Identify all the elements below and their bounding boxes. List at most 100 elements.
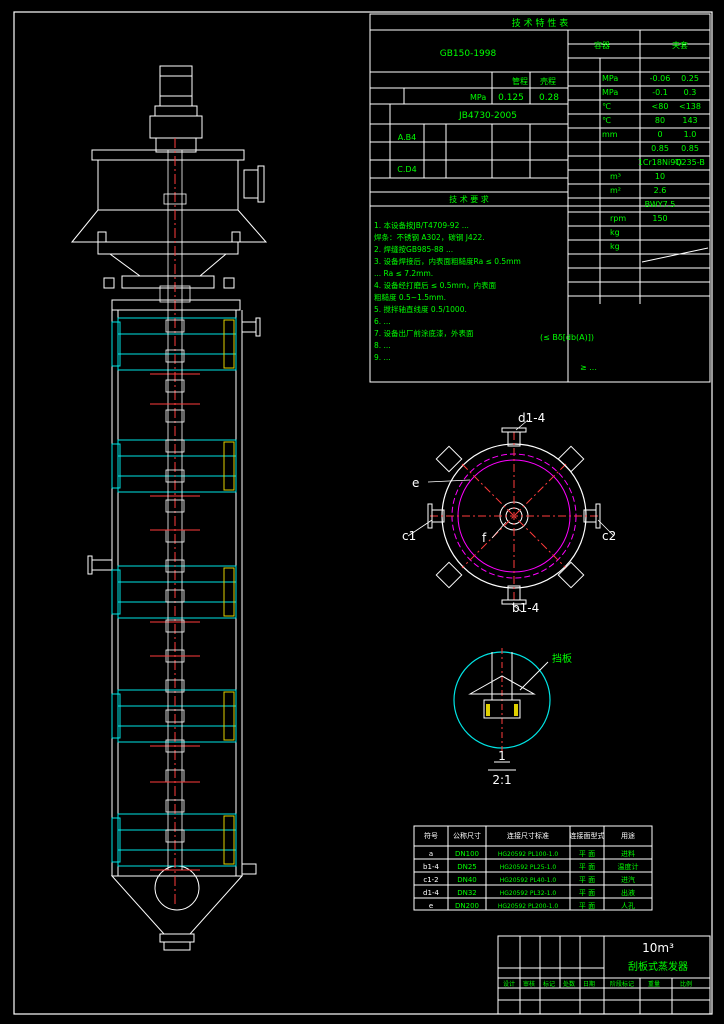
- scraper-block: [165, 409, 185, 423]
- left-col-header-1: 管程: [512, 76, 528, 86]
- extra-row-value: 10: [655, 172, 665, 181]
- technical-notes: 1. 本设备按JB/T4709-92 ... 焊条：不锈钢 A302，碳钢 J4…: [374, 220, 521, 362]
- nozzle-cell: DN200: [455, 902, 479, 910]
- tech-row-jacket: 0.3: [684, 88, 697, 97]
- drawing-frame: [13, 11, 713, 1015]
- scraper-block: [165, 589, 185, 603]
- sign-label: 日期: [583, 980, 595, 988]
- jacket-section-4: [117, 689, 237, 743]
- extra-row-value: BWY7.5: [645, 200, 676, 209]
- nozzle-header: 符号: [424, 831, 438, 840]
- extra-row-unit: kg: [610, 228, 620, 237]
- detail-label: 挡板: [552, 652, 572, 665]
- scraper-block: [165, 319, 185, 333]
- extra-row-value: 2.6: [654, 186, 667, 195]
- note-line: 4. 设备经打磨后 ≤ 0.5mm，内表面: [374, 280, 497, 290]
- scraper-block: [165, 799, 185, 813]
- tech-row-unit: ℃: [602, 116, 611, 125]
- coil-right: [223, 815, 235, 865]
- sign-label: 设计: [503, 980, 515, 988]
- note-line: 8. ...: [374, 341, 391, 350]
- motor: [159, 65, 193, 107]
- nozzle-cell: 进料: [621, 849, 635, 858]
- nozzle-cell: 进汽: [621, 875, 635, 884]
- extra-row-unit: kg: [610, 242, 620, 251]
- jacket-flange-left: [111, 569, 121, 615]
- nozzle-cell: HG20592 PL32-1.0: [500, 890, 557, 897]
- scraper-block: [165, 559, 185, 573]
- jb-standard: JB4730-2005: [458, 111, 517, 121]
- nozzle-cell: DN100: [455, 850, 479, 858]
- center-marks: [150, 403, 200, 783]
- nozzle-header: 连接面型式: [570, 831, 605, 840]
- label-f: f: [482, 531, 487, 545]
- tech-row-vessel: 0: [657, 130, 662, 139]
- note-line: 6. ...: [374, 317, 391, 326]
- scraper-block: [165, 379, 185, 393]
- tech-table-right-grid: [568, 30, 710, 304]
- title-volume: 10m³: [642, 941, 674, 955]
- nozzle-cell: d1-4: [423, 889, 439, 897]
- plan-view: [407, 419, 615, 613]
- nozzle-cell: DN25: [457, 863, 477, 871]
- nozzle-cell: e: [429, 902, 433, 910]
- jacket-sections: [111, 317, 237, 871]
- nozzle-cell: HG20592 PL40-1.0: [500, 877, 557, 884]
- vapor-outlet-nozzle: [243, 169, 259, 199]
- note-line: 5. 搅拌轴直线度 0.5/1000.: [374, 304, 467, 314]
- notes-symbol-2: ≥ ...: [580, 363, 597, 372]
- tech-row-vessel: -0.1: [652, 88, 668, 97]
- scraper-block: [165, 829, 185, 843]
- note-line: 3. 设备焊接后，内表面粗糙度Ra ≤ 0.5mm: [374, 256, 521, 266]
- tech-row-jacket: Q235-B: [675, 158, 705, 167]
- nozzle-header: 公称尺寸: [453, 831, 481, 840]
- left-value-1: 0.125: [498, 93, 524, 103]
- nozzle-cell: 出液: [621, 888, 635, 897]
- scraper-blades: [159, 193, 191, 843]
- jacket-flange-left: [111, 443, 121, 489]
- section-c: C.D4: [397, 165, 416, 174]
- tech-row-unit: ℃: [602, 102, 611, 111]
- bottom-cone: [110, 875, 244, 935]
- jacket-flange-left: [111, 321, 121, 367]
- note-line: 2. 焊缝按GB985-88 ...: [374, 244, 453, 254]
- jacket-section-5: [117, 813, 237, 867]
- coil-right: [223, 319, 235, 369]
- right-label: 比例: [680, 980, 692, 988]
- nozzle-cell: 温度计: [618, 862, 639, 871]
- nozzle-cell: 平 面: [579, 863, 595, 871]
- plan-view-labels: d1-4 e c1 f c2 b1-4: [402, 411, 616, 615]
- right-col-header-1: 容器: [594, 40, 610, 50]
- nozzle-cell: b1-4: [423, 863, 439, 871]
- scraper-block: [165, 709, 185, 723]
- jacket-flange-left: [111, 817, 121, 863]
- tech-row-unit: mm: [602, 130, 618, 139]
- title-block-labels: 设计审核标记处数日期阶段标记重量比例: [503, 980, 692, 988]
- left-col-header-2: 壳程: [540, 76, 556, 86]
- agitator-shaft: [167, 138, 183, 906]
- right-label: 阶段标记: [610, 980, 634, 988]
- note-line: 7. 设备出厂前涂底漆，外表面: [374, 328, 474, 338]
- coupling: [159, 285, 191, 303]
- tech-row-jacket: <138: [679, 102, 701, 111]
- tech-row-jacket: 0.25: [681, 74, 699, 83]
- coil-right: [223, 691, 235, 741]
- scraper-block: [165, 439, 185, 453]
- jacket-section-3: [117, 565, 237, 619]
- tech-row-jacket: 1.0: [684, 130, 697, 139]
- scraper-block: [165, 739, 185, 753]
- nozzle-cell: HG20592 PL25-1.0: [500, 864, 557, 871]
- right-col-header-2: 夹套: [672, 40, 688, 50]
- nozzle-cell: HG20592 PL200-1.0: [498, 903, 558, 910]
- note-line: 粗糙度 0.5~1.5mm.: [374, 292, 446, 302]
- nozzle-cell: 平 面: [579, 889, 595, 897]
- label-b: b1-4: [512, 601, 539, 615]
- diagonal-line: [641, 247, 709, 263]
- note-line: 焊条：不锈钢 A302，碳钢 J422.: [374, 232, 485, 242]
- nozzle-cell: DN40: [457, 876, 477, 884]
- tech-table-title: 技 术 特 性 表: [512, 17, 568, 29]
- scraper-block: [165, 469, 185, 483]
- nozzle-cell: a: [429, 850, 433, 858]
- label-c1: c1: [402, 529, 416, 543]
